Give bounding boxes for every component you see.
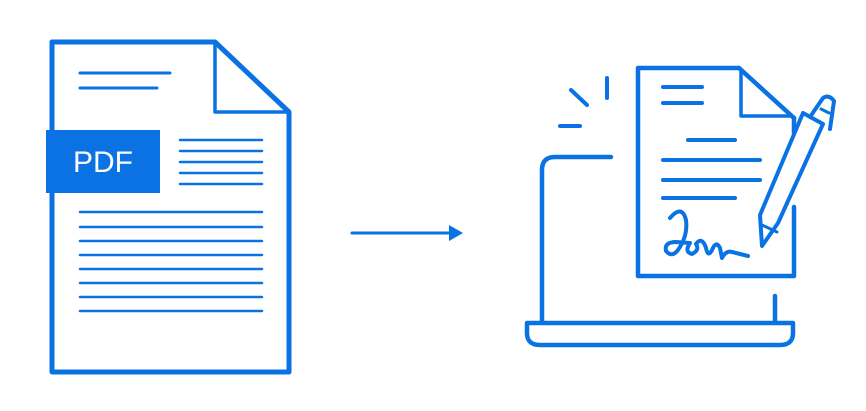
document-fold [739, 70, 792, 118]
arrow-right-icon [350, 225, 463, 241]
pen-cap-line [819, 107, 831, 115]
laptop-screen-left [539, 154, 614, 325]
pen-clip [808, 94, 836, 131]
spark-line [569, 88, 589, 107]
pdf-page-outline [49, 39, 292, 375]
pdf-badge-background [46, 130, 160, 193]
document-corner [736, 65, 797, 121]
pdf-document-icon: PDF [46, 39, 292, 375]
pen-icon [758, 94, 836, 248]
pdf-badge: PDF [46, 130, 160, 193]
pen-tip-line [760, 223, 779, 234]
document-outline [635, 65, 797, 279]
laptop-base [524, 320, 796, 348]
arrow-head [449, 225, 463, 241]
spark-icon [558, 76, 609, 128]
pdf-badge-label: PDF [73, 146, 133, 179]
pen-body [758, 111, 825, 248]
laptop-signed-document-icon [524, 65, 836, 348]
pdf-text-lines [78, 71, 264, 313]
signature-icon [663, 209, 750, 260]
pdf-page-fold [213, 40, 291, 114]
signed-document [635, 65, 797, 279]
